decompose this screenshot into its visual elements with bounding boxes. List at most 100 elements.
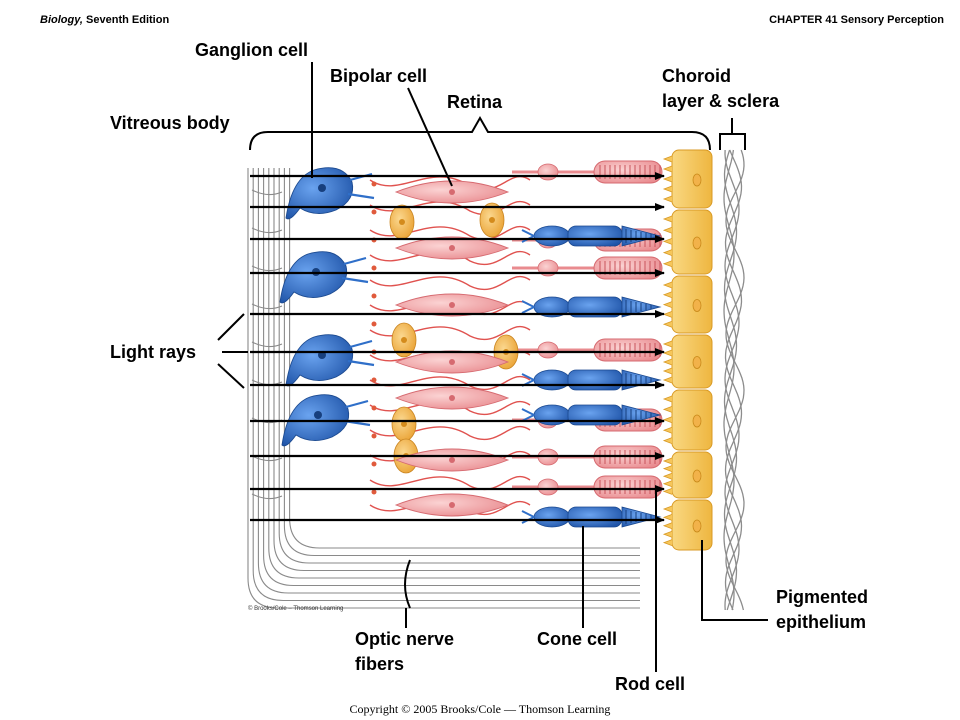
cone-disc-lines <box>625 373 652 387</box>
ganglion-dendrites <box>341 256 369 284</box>
label-optic-line2: fibers <box>355 654 405 674</box>
epithelium-process <box>662 505 673 513</box>
epithelium-process <box>662 238 673 245</box>
epithelium-cell <box>671 499 713 551</box>
label-light-rays: Light rays <box>110 342 197 362</box>
synapse-dot <box>371 433 377 439</box>
bipolar-nucleus <box>449 395 455 401</box>
pigmented-leader <box>701 540 768 621</box>
rod-outer-segment <box>593 160 663 184</box>
book-title-italic: Biology, <box>40 14 83 26</box>
retina-bracket <box>249 115 711 151</box>
connector-fiber <box>369 475 531 491</box>
epithelium-nucleus <box>692 299 702 312</box>
cone-body <box>567 369 623 391</box>
synapse-dot <box>371 181 377 187</box>
image-credit: © Brooks/Cole – Thomson Learning <box>248 606 344 612</box>
epithelium-nucleus <box>692 356 702 369</box>
label-vitreous-body: Vitreous body <box>110 113 230 133</box>
cone-terminal <box>521 510 535 524</box>
epithelium-nucleus <box>692 414 702 428</box>
epithelium-process <box>662 539 673 546</box>
epithelium-process <box>662 480 673 488</box>
epithelium-process <box>662 514 673 521</box>
nerve-fiber-branch <box>251 493 283 500</box>
choroid-sclera-layer <box>723 149 745 611</box>
rod-nucleus-body <box>537 341 559 359</box>
synapse-dot <box>371 293 377 299</box>
optic-nerve-fibers <box>247 168 640 609</box>
epithelium-cell <box>671 149 713 209</box>
epithelium-process <box>662 406 673 413</box>
ganglion-cell <box>285 334 354 387</box>
epithelium-process <box>662 226 673 234</box>
epithelium-process <box>662 472 673 480</box>
cone-disc-lines <box>625 300 652 314</box>
connector-fiber <box>369 400 531 416</box>
epithelium-process <box>662 215 673 223</box>
epithelium-process <box>662 349 673 357</box>
epithelium-process <box>662 530 673 538</box>
cone-body <box>567 506 623 528</box>
nerve-fiber-branch <box>251 227 283 234</box>
bipolar-nucleus <box>449 302 455 308</box>
synapse-dot <box>371 489 377 495</box>
epithelium-process <box>662 291 673 299</box>
ganglion-cells <box>279 167 375 447</box>
rod-outer-segment <box>593 256 663 280</box>
epithelium-cell <box>671 334 713 389</box>
copyright-footer: Copyright © 2005 Brooks/Cole — Thomson L… <box>349 702 611 716</box>
epithelium-process <box>662 281 673 289</box>
label-optic-nerve-fibers: Optic nerve fibers <box>355 627 454 677</box>
nerve-fiber <box>283 168 640 557</box>
label-pigmented-line1: Pigmented <box>776 587 869 607</box>
synapse-dot <box>371 405 377 411</box>
label-optic-line1: Optic nerve <box>355 629 455 649</box>
bipolar-nucleus <box>449 359 455 365</box>
nerve-fiber-branch <box>251 189 283 196</box>
epithelium-process <box>662 426 673 434</box>
epithelium-process <box>662 195 673 203</box>
bipolar-nucleus <box>449 457 455 463</box>
connector-fiber <box>369 275 531 291</box>
label-choroid: Choroid layer & sclera <box>662 64 779 114</box>
nerve-fiber <box>268 168 640 579</box>
label-cone-cell: Cone cell <box>537 629 618 649</box>
epithelium-nucleus <box>692 236 702 250</box>
nerve-fiber <box>257 168 640 594</box>
epithelium-process <box>662 320 673 328</box>
chapter-title: CHAPTER 41 Sensory Perception <box>769 14 944 26</box>
epithelium-process <box>662 175 673 183</box>
epithelium-process <box>662 522 673 530</box>
epithelium-process <box>662 395 673 403</box>
epithelium-process <box>662 260 673 268</box>
nerve-fiber-branch <box>251 341 283 348</box>
light-rays-leader-down <box>217 363 245 389</box>
book-title: Biology, Seventh Edition <box>40 14 169 26</box>
nerve-fiber <box>273 168 640 572</box>
epithelium-cell <box>671 451 713 499</box>
epithelium-process <box>662 457 673 465</box>
label-bipolar-cell: Bipolar cell <box>330 66 428 86</box>
epithelium-process <box>662 249 673 256</box>
epithelium-cell <box>671 209 713 275</box>
cone-inner-segment <box>533 369 571 391</box>
epithelium-process <box>662 155 673 163</box>
ganglion-dendrites <box>347 339 375 367</box>
ganglion-cell <box>279 251 348 304</box>
rod-nucleus-body <box>537 163 559 181</box>
label-choroid-line1: Choroid <box>662 66 731 86</box>
cone-body <box>567 225 623 247</box>
horizontal-cell-nucleus <box>401 337 407 343</box>
nerve-fiber-branch <box>251 379 283 386</box>
nerve-fiber <box>289 168 640 549</box>
cone-inner-segment <box>533 225 571 247</box>
epithelium-nucleus <box>692 519 702 533</box>
cone-disc-lines <box>625 408 652 422</box>
choroid-bracket <box>719 118 746 150</box>
light-rays-leader-up <box>217 313 245 341</box>
light-ray-arrows <box>250 172 665 524</box>
epithelium-process <box>662 488 673 495</box>
ganglion-nucleus <box>318 184 326 192</box>
